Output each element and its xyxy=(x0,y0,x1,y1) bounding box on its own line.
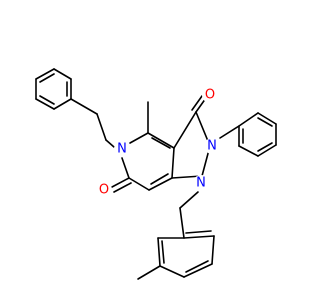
bond xyxy=(151,137,171,149)
bond xyxy=(219,125,240,139)
molecule-diagram: O N N O N xyxy=(35,68,277,280)
bond xyxy=(238,112,259,127)
bond-layer xyxy=(35,68,277,280)
bond xyxy=(129,132,149,144)
bond xyxy=(185,230,212,234)
nitrogen-atom-label: N xyxy=(117,142,127,157)
bond xyxy=(105,139,115,148)
bond xyxy=(185,260,209,273)
nitrogen-atom-label: N xyxy=(196,176,206,191)
bond xyxy=(191,95,203,111)
bond xyxy=(257,142,273,152)
bond xyxy=(257,144,277,157)
bond xyxy=(148,177,173,191)
bond xyxy=(211,235,215,265)
nitrogen-atom-label: N xyxy=(207,139,217,154)
bond xyxy=(179,207,185,239)
bond xyxy=(147,132,175,149)
bond xyxy=(257,117,273,127)
bond xyxy=(183,235,215,239)
bond xyxy=(173,111,197,149)
bond xyxy=(257,112,277,125)
atom-label-layer: O N N O N xyxy=(96,87,220,198)
bond xyxy=(39,73,55,83)
bond xyxy=(35,68,55,80)
bond xyxy=(53,68,72,80)
bond xyxy=(161,240,165,264)
bond xyxy=(150,173,169,185)
bond xyxy=(39,95,55,105)
bond xyxy=(179,191,199,209)
bond xyxy=(113,182,132,193)
atom-mask xyxy=(96,182,112,198)
bond xyxy=(121,157,130,179)
bond xyxy=(128,177,150,191)
bond xyxy=(137,265,161,280)
bond xyxy=(53,98,72,110)
bond xyxy=(157,237,161,267)
bond xyxy=(70,98,98,115)
bond xyxy=(96,113,107,141)
molecule-svg: O N N O N xyxy=(35,68,277,280)
bond xyxy=(35,98,55,110)
oxygen-atom-label: O xyxy=(205,88,215,103)
oxygen-atom-label: O xyxy=(99,183,109,198)
atom-mask xyxy=(202,87,218,103)
bond xyxy=(159,265,185,278)
atom-mask xyxy=(114,141,130,157)
atom-mask xyxy=(204,138,220,154)
bond xyxy=(238,145,259,157)
bond xyxy=(111,177,130,188)
atom-mask xyxy=(193,175,209,191)
bond xyxy=(171,147,175,179)
bond xyxy=(183,263,213,278)
